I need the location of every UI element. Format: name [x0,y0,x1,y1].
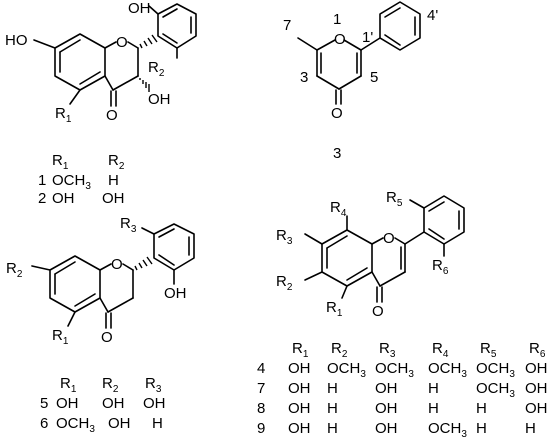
t3-row9-r1: OH [288,420,311,437]
carbonyl-oxygen-5: O [101,329,113,346]
ring-oxygen-4: O [383,230,395,247]
ring-oxygen-5: O [111,256,123,273]
t3-row-id-4: 4 [257,360,265,377]
t3-row7-r1: OH [288,380,311,397]
ring-oxygen-1: O [116,34,128,51]
t3-header-r1: R1 [292,340,309,360]
atom-number-3: 3 [300,69,308,86]
t3-row-id-9: 9 [257,420,265,437]
t1-header-r2: R2 [108,152,125,172]
ring-oxygen-3: O [334,31,346,48]
t3-row7-r6: OH [525,380,548,397]
oh-b-ring-label-5: OH [164,285,187,302]
t2-row6-r1: OCH3 [56,415,95,435]
t3-row4-r2: OCH3 [327,360,366,380]
r1-label-1: R1 [55,105,72,125]
structure-pyrone: O O 7 1 1' 4' 3 5 3 [283,1,438,162]
t3-row-id-7: 7 [257,380,265,397]
structure-flavanone: O O R2 R1 R3 OH [6,215,195,347]
t3-row7-r4: H [428,380,439,397]
t2-row6-r2: OH [108,415,131,432]
t2-row6-r3: H [152,415,163,432]
t3-row7-r2: H [327,380,338,397]
atom-number-1prime: 1' [362,29,373,46]
atom-number-5: 5 [370,69,378,86]
t3-header-r4: R4 [432,340,449,360]
structure-flavone: O O R3 R2 R4 R1 R5 R6 [276,189,465,320]
t3-row8-r3: OH [375,400,398,417]
t3-row7-r5: OCH3 [476,380,515,400]
t2-row-id-6: 6 [40,415,48,432]
t3-header-r5: R5 [480,340,497,360]
r3-label-5: R3 [120,215,137,235]
t1-row-id-2: 2 [38,190,46,207]
structure-flavanonol: HO O O OH OH R1 R2 [5,0,197,125]
r4-label-4: R4 [330,199,347,219]
r5-label-4: R5 [386,189,403,209]
atom-number-7: 7 [283,17,291,34]
t1-row-id-1: 1 [38,172,46,189]
t3-row8-r5: H [476,400,487,417]
t2-row-id-5: 5 [40,395,48,412]
t1-row1-r2: H [108,172,119,189]
t3-row4-r3: OCH3 [375,360,414,380]
r2-label-1: R2 [148,59,165,79]
t3-row9-r4: OCH3 [428,420,467,440]
t2-row5-r3: OH [143,395,166,412]
hash-bond-c2 [139,34,158,49]
carbonyl-oxygen-4: O [372,303,384,320]
t3-header-r2: R2 [331,340,348,360]
r6-label-4: R6 [432,257,449,277]
t3-row8-r2: H [327,400,338,417]
hash-bond-c2-flavanone [134,256,153,271]
t1-row2-r2: OH [102,190,125,207]
t2-row5-r1: OH [56,395,79,412]
oh-b-ring-label: OH [128,0,151,17]
t3-row9-r2: H [327,420,338,437]
t3-row7-r3: OH [375,380,398,397]
t1-row2-r1: OH [52,190,75,207]
t3-row8-r1: OH [288,400,311,417]
table-2: R1 R2 R3 5 OH OH OH 6 OCH3 OH H [40,375,166,435]
carbonyl-oxygen-3: O [331,105,343,122]
t2-header-r1: R1 [60,375,77,395]
r1-label-5: R1 [52,327,69,347]
t3-row8-r4: H [428,400,439,417]
t3-row9-r6: H [525,420,536,437]
t2-header-r2: R2 [102,375,119,395]
atom-number-4prime: 4' [427,7,438,24]
atom-number-1: 1 [333,11,341,28]
t1-row1-r1: OCH3 [52,172,91,192]
t3-row4-r5: OCH3 [476,360,515,380]
t3-row9-r5: H [476,420,487,437]
t3-row4-r1: OH [288,360,311,377]
r1-label-4: R1 [326,299,343,319]
t2-header-r3: R3 [145,375,162,395]
r2-label-4: R2 [276,273,293,293]
r2-label-5: R2 [6,260,23,280]
t1-header-r1: R1 [52,152,69,172]
t3-row4-r6: OH [525,360,548,377]
t3-row-id-8: 8 [257,400,265,417]
t3-header-r6: R6 [529,340,546,360]
r3-label-4: R3 [276,227,293,247]
compound-3-number: 3 [333,145,341,162]
hash-bond-c3 [139,78,150,92]
t3-header-r3: R3 [379,340,396,360]
t2-row5-r2: OH [102,395,125,412]
t3-row9-r3: OH [375,420,398,437]
t3-row4-r4: OCH3 [428,360,467,380]
t3-row8-r6: OH [525,400,548,417]
carbonyl-oxygen-1: O [106,107,118,124]
table-1: R1 R2 1 OCH3 H 2 OH OH [38,152,125,207]
ho-label-1: HO [5,32,28,49]
oh-c3-label: OH [148,91,171,108]
